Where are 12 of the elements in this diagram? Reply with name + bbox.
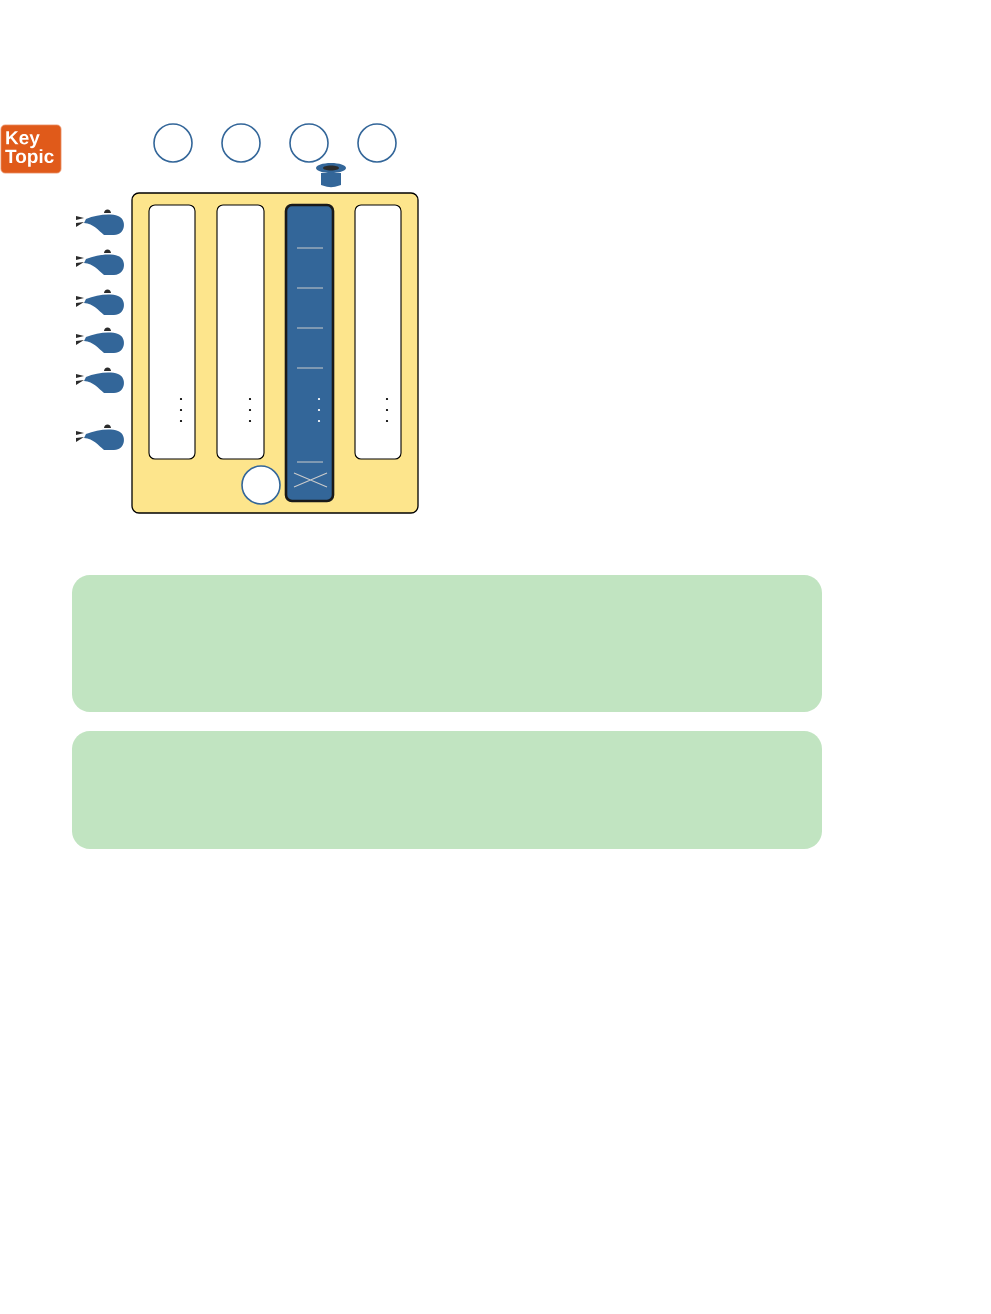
circle xyxy=(241,465,281,505)
column xyxy=(216,204,265,460)
column xyxy=(284,203,335,503)
column xyxy=(148,204,196,460)
note-box xyxy=(72,731,822,849)
note-box xyxy=(72,575,822,712)
circle xyxy=(153,123,193,163)
key-topic-badge: Key Topic xyxy=(0,124,62,174)
circle xyxy=(221,123,261,163)
circle xyxy=(289,123,329,163)
circle xyxy=(357,123,397,163)
column xyxy=(354,204,402,460)
